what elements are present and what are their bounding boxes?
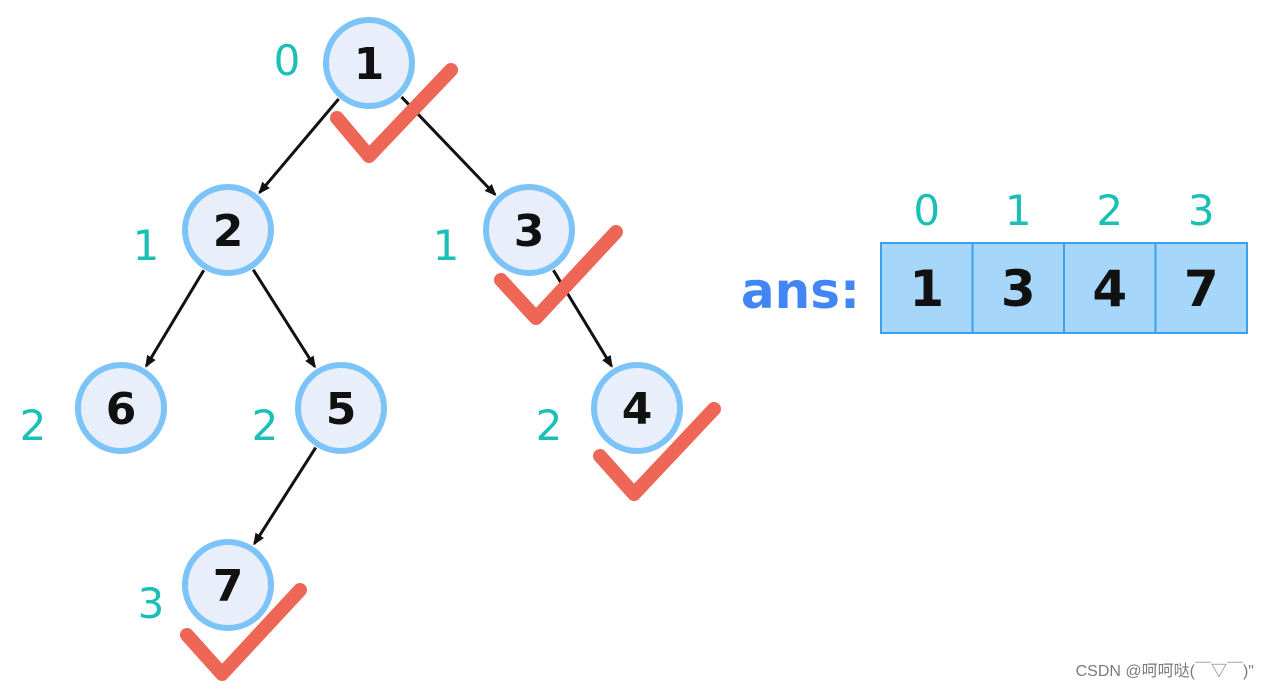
- node-depth-label: 2: [20, 401, 47, 450]
- edge-1-2: [258, 97, 340, 195]
- node-depth-label: 1: [133, 221, 160, 270]
- ans-index-label: 0: [913, 186, 940, 235]
- ans-cell-value: 3: [1001, 260, 1036, 318]
- ans-label: ans:: [741, 262, 860, 320]
- node-value: 6: [106, 384, 137, 435]
- ans-index-label: 1: [1005, 186, 1032, 235]
- ans-cell-box: [1063, 242, 1157, 334]
- node-depth-label: 0: [274, 36, 301, 85]
- node-depth-label: 2: [252, 401, 279, 450]
- ans-cell: 7: [1154, 242, 1248, 334]
- check-mark-icon: [494, 225, 623, 325]
- edge-5-7: [253, 446, 317, 546]
- node-value: 3: [514, 206, 545, 257]
- check-mark-icon: [330, 63, 458, 163]
- node-value: 4: [622, 384, 653, 435]
- node-circle: [295, 362, 387, 454]
- watermark: CSDN @呵呵哒(￣▽￣)": [1075, 663, 1254, 680]
- node-depth-label: 3: [138, 579, 165, 628]
- node-value: 2: [213, 206, 244, 257]
- tree-node-5: 52: [252, 362, 387, 454]
- node-depth-label: 1: [433, 221, 460, 270]
- node-value: 5: [326, 384, 357, 435]
- tree-node-3: 31: [433, 184, 575, 276]
- tree-node-1: 10: [274, 17, 415, 109]
- node-circle: [483, 184, 575, 276]
- edge-2-6: [144, 269, 206, 368]
- ans-cell-value: 7: [1184, 260, 1219, 318]
- node-depth-label: 2: [536, 401, 563, 450]
- node-circle: [323, 17, 415, 109]
- ans-cell-value: 1: [909, 260, 944, 318]
- node-value: 1: [354, 39, 385, 90]
- check-mark-icon: [593, 402, 721, 501]
- check-mark-icon: [180, 583, 307, 681]
- tree-node-4: 42: [536, 362, 683, 454]
- tree-node-7: 73: [138, 539, 274, 631]
- ans-index-label: 2: [1096, 186, 1123, 235]
- checks-layer: [180, 63, 721, 681]
- ans-cell-box: [1154, 242, 1248, 334]
- ans-cell: 4: [1063, 242, 1157, 334]
- node-circle: [591, 362, 683, 454]
- node-value: 7: [213, 561, 244, 612]
- ans-cell-box: [880, 242, 974, 334]
- node-circle: [182, 184, 274, 276]
- ans-cell: 1: [880, 242, 974, 334]
- tree-node-2: 21: [133, 184, 274, 276]
- node-circle: [75, 362, 167, 454]
- ans-index-label: 3: [1188, 186, 1215, 235]
- ans-cell-value: 4: [1092, 260, 1127, 318]
- ans-cell: 3: [971, 242, 1065, 334]
- node-circle: [182, 539, 274, 631]
- edge-2-5: [251, 268, 317, 369]
- tree-node-6: 62: [20, 362, 167, 454]
